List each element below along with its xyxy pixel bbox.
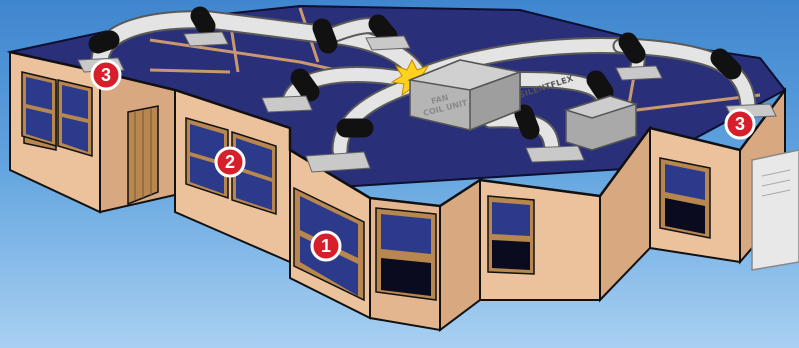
window xyxy=(376,208,436,300)
window xyxy=(58,80,92,156)
window xyxy=(660,158,710,238)
diffuser-grille xyxy=(616,66,662,80)
callout-number: 1 xyxy=(321,236,331,256)
diffuser-grille xyxy=(366,36,410,50)
diffuser-grille xyxy=(306,152,370,172)
callout-room-2: 2 xyxy=(216,148,244,176)
callout-room-1: 1 xyxy=(312,232,340,260)
diffuser-grille xyxy=(262,96,312,112)
door xyxy=(128,106,158,204)
callout-room-3-right: 3 xyxy=(726,110,754,138)
callout-number: 3 xyxy=(735,114,745,134)
callout-number: 2 xyxy=(225,152,235,172)
window xyxy=(22,72,56,146)
callout-room-3-left: 3 xyxy=(92,61,120,89)
window xyxy=(488,196,534,274)
outdoor-condenser-unit xyxy=(752,150,799,270)
callout-number: 3 xyxy=(101,65,111,85)
diffuser-grille xyxy=(184,32,228,46)
diffuser-grille xyxy=(526,146,584,162)
